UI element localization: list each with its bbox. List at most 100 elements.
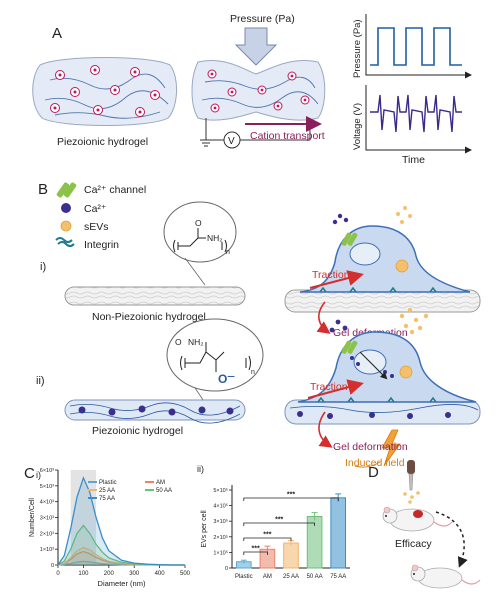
panel-d-letter: D xyxy=(368,464,379,481)
x-tick-label: 400 xyxy=(155,571,166,577)
bar xyxy=(283,542,299,569)
significance-label: *** xyxy=(275,517,283,524)
legend-label: AM xyxy=(156,480,165,486)
mouse-healed-icon xyxy=(410,564,481,589)
significance-label: *** xyxy=(252,546,260,553)
y-tick-label: 5×10⁵ xyxy=(213,487,228,494)
legend-ca-channel: Ca²⁺ channel xyxy=(84,184,146,196)
category-label: Plastic xyxy=(235,574,253,580)
ca-ion-icon xyxy=(61,203,71,213)
legend-label: 25 AA xyxy=(99,488,115,494)
y-tick-label: 0 xyxy=(225,566,228,572)
hydrogel-label-a: Piezoionic hydrogel xyxy=(57,136,148,148)
time-xlabel: Time xyxy=(402,154,425,166)
significance-bracket xyxy=(243,497,339,501)
y-tick-label: 3×10³ xyxy=(40,516,54,522)
voltmeter-label: V xyxy=(228,136,235,147)
svg-text:−: − xyxy=(227,368,235,384)
y-tick-label: 3×10⁵ xyxy=(213,518,228,525)
significance-label: *** xyxy=(287,492,295,499)
significance-bracket xyxy=(243,537,292,541)
voltage-ylabel: Voltage (V) xyxy=(352,103,363,150)
piezoionic-hydrogel-illustration xyxy=(32,57,177,126)
panel-a-letter: A xyxy=(52,25,62,42)
legend-label: Plastic xyxy=(99,480,117,486)
significance-bracket xyxy=(243,522,315,526)
pressure-label: Pressure (Pa) xyxy=(230,13,295,25)
y-axis-label: EVs per cell xyxy=(201,510,208,548)
sevs-icon xyxy=(60,220,72,232)
y-tick-label: 0 xyxy=(51,563,54,569)
roman-i: i) xyxy=(40,261,46,273)
chem-o2-ii: O xyxy=(218,372,227,386)
integrin-icon xyxy=(55,237,75,247)
induced-field-label: Induced field xyxy=(345,457,405,469)
chem-nh2-ii: NH₂ xyxy=(188,337,204,347)
x-tick-label: 100 xyxy=(78,571,89,577)
chem-n-ii: n xyxy=(251,369,255,376)
dropper-icon xyxy=(403,460,420,504)
roman-ii: ii) xyxy=(36,375,45,387)
legend-sevs: sEVs xyxy=(84,221,109,233)
category-label: 50 AA xyxy=(307,574,323,580)
x-tick-label: 500 xyxy=(180,571,191,577)
traction-label-i: Traction xyxy=(312,269,350,281)
y-tick-label: 4×10³ xyxy=(40,500,54,506)
ca-channel-icon xyxy=(56,182,77,198)
series-line xyxy=(57,476,185,566)
voltage-trace-plot xyxy=(365,85,472,154)
chem-nh2-i: NH₂ xyxy=(207,233,223,243)
chem-o-ii: O xyxy=(175,337,182,347)
chem-bubble-i xyxy=(163,201,237,286)
chem-o-i: O xyxy=(195,218,202,228)
lightning-icon xyxy=(381,429,401,467)
y-tick-label: 2×10³ xyxy=(40,531,54,537)
voltmeter-icon xyxy=(223,131,241,149)
mouse-wounded-icon xyxy=(382,506,453,532)
legend-label: 75 AA xyxy=(99,496,115,502)
efficacy-label: Efficacy xyxy=(395,538,432,550)
size-distribution-chart: 0 1×10³ 2×10³ 3×10³ 4×10³ 5×10³ 6×10³ 0 100 200 30… xyxy=(29,468,191,588)
legend-label: 50 AA xyxy=(156,488,172,494)
x-tick-label: 200 xyxy=(104,571,115,577)
pressure-trace-plot xyxy=(365,14,472,79)
y-tick-label: 6×10³ xyxy=(40,468,54,474)
cell-illustration-ii xyxy=(284,307,481,468)
pressure-ylabel: Pressure (Pa) xyxy=(352,19,363,78)
cation-transport-label: Cation transport xyxy=(250,130,325,142)
traction-label-ii: Traction xyxy=(310,381,348,393)
bar xyxy=(330,497,347,569)
category-label: AM xyxy=(263,574,272,580)
y-tick-label: 1×10⁵ xyxy=(213,549,228,556)
significance-label: *** xyxy=(263,532,271,539)
panel-c-i-label: i) xyxy=(36,470,41,480)
efficacy-arrow-icon xyxy=(435,511,468,568)
panel-c-letter: C xyxy=(24,465,35,482)
hydrogel-label-ii: Piezoionic hydrogel xyxy=(92,425,183,437)
series-band xyxy=(58,525,185,565)
x-axis-label: Diameter (nm) xyxy=(98,579,146,588)
y-tick-label: 4×10⁵ xyxy=(213,503,228,510)
panel-b-letter: B xyxy=(38,181,48,198)
gel-slab-ii xyxy=(64,399,246,424)
category-label: 75 AA xyxy=(330,574,346,580)
deformation-label-ii: Gel deformation xyxy=(333,441,408,453)
legend-b xyxy=(55,182,77,247)
significance-bracket xyxy=(243,551,268,555)
cell-illustration-i xyxy=(284,206,481,334)
compressed-hydrogel-illustration xyxy=(191,60,326,147)
series-band xyxy=(58,551,185,565)
legend-ca: Ca²⁺ xyxy=(84,203,107,215)
x-tick-label: 0 xyxy=(56,571,60,577)
series-band xyxy=(58,547,185,565)
shaded-region xyxy=(70,470,97,565)
y-tick-label: 5×10³ xyxy=(40,484,54,490)
series-band xyxy=(58,477,185,565)
pressure-arrow-icon xyxy=(234,27,278,66)
x-tick-label: 300 xyxy=(129,571,140,577)
y-tick-label: 1×10³ xyxy=(40,547,54,553)
category-label: 25 AA xyxy=(283,574,299,580)
gel-slab-i xyxy=(64,286,246,306)
